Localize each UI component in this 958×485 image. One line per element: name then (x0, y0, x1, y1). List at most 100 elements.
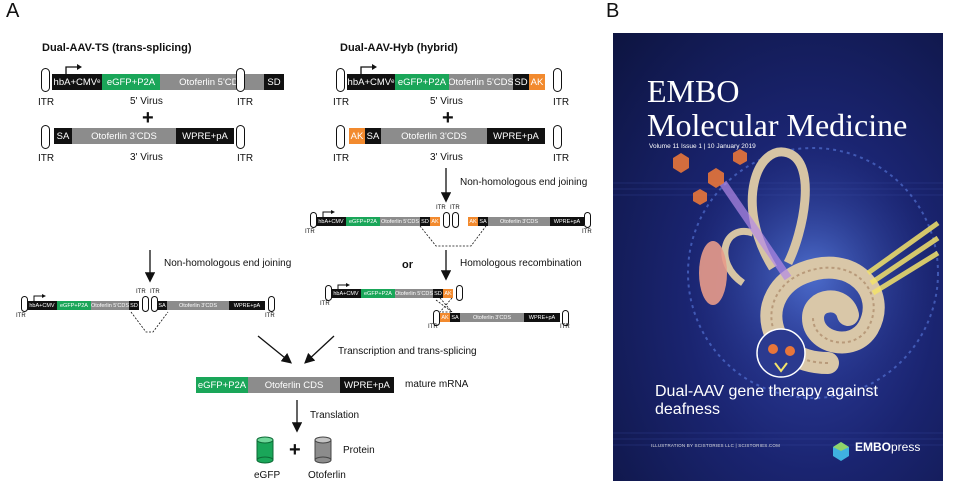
itr-label: ITR (320, 301, 330, 307)
promoter-segment: hbA+CMV (316, 217, 346, 226)
itr-label: ITR (237, 97, 254, 108)
hr-5prime-construct: hbA+CMV eGFP+P2A Otoferlin 5'CDS SD AK (331, 289, 453, 298)
itr-symbol (236, 125, 245, 149)
itr-label: ITR (553, 97, 570, 108)
splice-cross-hr (439, 297, 453, 313)
itr-label: ITR (450, 205, 460, 211)
itr-symbol (584, 212, 591, 228)
wpre-segment: WPRE+pA (229, 301, 265, 310)
itr-symbol (151, 296, 158, 312)
oto3-segment: Otoferlin 3'CDS (460, 313, 524, 322)
panel-label-a: A (6, 0, 20, 22)
itr-symbol (336, 68, 345, 92)
ak-segment: AK (349, 128, 365, 144)
wpre-segment: WPRE+pA (550, 217, 584, 226)
egfp-segment: eGFP+P2A (361, 289, 395, 298)
virus5-label: 5' Virus (430, 96, 463, 107)
sa-segment: SA (54, 128, 72, 144)
itr-symbol (456, 285, 463, 301)
ak-segment: AK (430, 217, 440, 226)
egfp-segment: eGFP+P2A (346, 217, 380, 226)
egfp-segment: eGFP+P2A (395, 74, 449, 90)
left-title: Dual-AAV-TS (trans-splicing) (42, 42, 192, 54)
itr-label: ITR (265, 313, 275, 319)
plus-sign: + (289, 439, 301, 461)
itr-symbol (41, 68, 50, 92)
oto5-segment: Otoferlin 5'CDS (449, 74, 513, 90)
itr-label: ITR (136, 289, 146, 295)
step-transcription: Transcription and trans-splicing (338, 346, 477, 357)
itr-label: ITR (38, 97, 55, 108)
oto3-segment: Otoferlin 3'CDS (72, 128, 176, 144)
ts-nhej-concatemer: hbA+CMV eGFP+P2A Otoferlin 5'CDS SD SA O… (27, 301, 265, 310)
virus3-label: 3' Virus (430, 152, 463, 163)
itr-symbol (443, 212, 450, 228)
step-or: or (402, 259, 413, 271)
itr-symbol (268, 296, 275, 312)
splice-path-hr (435, 299, 454, 313)
plus-sign: + (142, 107, 154, 129)
step-nhej-hyb: Non-homologous end joining (460, 177, 588, 188)
virus3-label: 3' Virus (130, 152, 163, 163)
sd-segment: SD (420, 217, 430, 226)
itr-symbol (336, 125, 345, 149)
itr-symbol (41, 125, 50, 149)
itr-label: ITR (436, 205, 446, 211)
step-translation: Translation (310, 410, 360, 421)
sa-segment: SA (365, 128, 381, 144)
oto5-segment: Otoferlin 5'CDS (380, 217, 420, 226)
oto3-segment: Otoferlin 3'CDS (167, 301, 229, 310)
sa-segment: SA (450, 313, 460, 322)
itr-label: ITR (237, 153, 254, 164)
itr-symbol (433, 310, 440, 326)
itr-symbol (553, 68, 562, 92)
splice-path-ts (130, 311, 169, 333)
promoter-segment: hbA+CMV (27, 301, 57, 310)
sa-segment: SA (478, 217, 488, 226)
itr-symbol (142, 296, 149, 312)
itr-label: ITR (428, 324, 438, 330)
itr-label: ITR (333, 153, 350, 164)
egfp-segment: eGFP+P2A (57, 301, 91, 310)
oto5-segment: Otoferlin 5'CDS (91, 301, 129, 310)
itr-label: ITR (16, 313, 26, 319)
itr-label: ITR (333, 97, 350, 108)
otoferlin-label: Otoferlin (308, 470, 346, 481)
itr-symbol (562, 310, 569, 326)
panel-label-b: B (606, 0, 620, 22)
wpre-segment: WPRE+pA (524, 313, 560, 322)
promoter-arrow-icon (65, 64, 82, 76)
right-title: Dual-AAV-Hyb (hybrid) (340, 42, 458, 54)
sa-segment: SA (157, 301, 167, 310)
oto-cds-segment: Otoferlin CDS (248, 377, 340, 393)
cover-credit: ILLUSTRATION BY SCISTORIES LLC | SCISTOR… (651, 443, 781, 448)
sd-segment: SD (129, 301, 139, 310)
ak-segment: AK (443, 289, 453, 298)
oto3-segment: Otoferlin 3'CDS (488, 217, 550, 226)
egfp-protein-icon (256, 436, 274, 464)
protein-label: Protein (343, 445, 375, 456)
arrow-ts-merge (257, 335, 293, 364)
cover-publisher: EMBOpress (855, 440, 921, 454)
itr-label: ITR (305, 229, 315, 235)
egfp-label: eGFP (254, 470, 281, 481)
step-nhej-ts: Non-homologous end joining (164, 258, 292, 269)
promoter-arrow-icon (33, 294, 46, 303)
egfp-segment: eGFP+P2A (196, 377, 248, 393)
itr-symbol (236, 68, 245, 92)
sd-segment: SD (433, 289, 443, 298)
promoter-arrow-icon (360, 64, 377, 76)
ak-segment: AK (529, 74, 545, 90)
ts-3prime-construct: SA Otoferlin 3'CDS WPRE+pA (54, 128, 234, 144)
hr-3prime-construct: AK SA Otoferlin 3'CDS WPRE+pA (440, 313, 560, 322)
plus-sign: + (442, 107, 454, 129)
itr-label: ITR (560, 324, 570, 330)
egfp-segment: eGFP+P2A (102, 74, 160, 90)
hyb-3prime-construct: AK SA Otoferlin 3'CDS WPRE+pA (349, 128, 545, 144)
wpre-segment: WPRE+pA (176, 128, 234, 144)
itr-symbol (452, 212, 459, 228)
itr-symbol (553, 125, 562, 149)
